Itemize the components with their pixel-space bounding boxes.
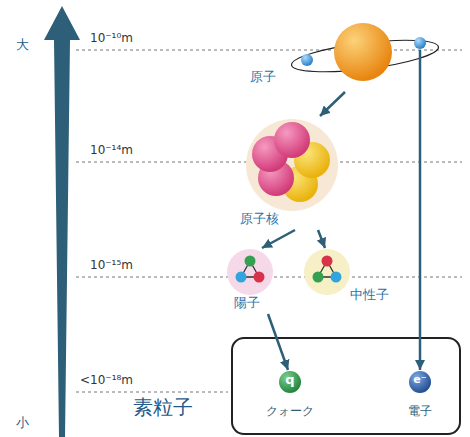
connector-arrow	[268, 314, 288, 370]
connector-arrow	[320, 92, 345, 116]
quark-dot	[313, 272, 324, 283]
node-label: クォーク	[260, 405, 320, 419]
connector-arrow	[419, 92, 422, 370]
quark-dot	[245, 256, 256, 267]
quark-dot	[322, 256, 333, 267]
orbit-electron	[414, 37, 426, 49]
scale-arrow	[44, 6, 80, 437]
proton-figure	[227, 249, 273, 295]
quark-node: q クォーク	[260, 370, 320, 428]
halo	[304, 249, 350, 295]
halo	[227, 249, 273, 295]
scale-lines	[76, 50, 462, 392]
node-label: 電子	[395, 405, 445, 419]
elementary-box	[232, 338, 460, 434]
atom-node: 原子	[250, 12, 445, 92]
orbit-electron	[301, 54, 313, 66]
scale-line	[76, 392, 228, 393]
node-label: 素粒子	[133, 396, 203, 419]
scale-end: 大	[16, 38, 29, 53]
atom-core	[334, 23, 392, 81]
scale-value: 10⁻¹⁰m	[90, 32, 133, 46]
particle-symbol: e⁻	[395, 374, 445, 387]
proton-node: 陽子	[222, 248, 278, 314]
connector-arrow	[318, 230, 325, 248]
scale-value: 10⁻¹⁴m	[90, 144, 133, 158]
node-label: 原子核	[240, 212, 290, 227]
nucleon	[274, 122, 310, 158]
node-label: 陽子	[234, 296, 268, 311]
nucleus-figure	[246, 119, 338, 211]
particle-symbol: q	[260, 373, 320, 388]
electron-lead	[419, 50, 422, 92]
neutron-node: 中性子	[302, 248, 414, 310]
scale-value: 10⁻¹⁵m	[90, 259, 133, 273]
quark-dot	[236, 272, 247, 283]
node-label: 中性子	[350, 288, 400, 303]
node-label: 原子	[250, 70, 284, 85]
scale-end: 小	[16, 416, 29, 431]
quark-dot	[254, 272, 265, 283]
elementary-group: 素粒子qクォークe⁻電子	[232, 338, 460, 434]
neutron-figure	[304, 249, 350, 295]
atom-figure	[290, 23, 440, 92]
electron-node: e⁻ 電子	[395, 370, 445, 428]
quark-dot	[331, 272, 342, 283]
scale-value: <10⁻¹⁸m	[80, 374, 133, 388]
connector-arrow	[262, 230, 295, 248]
nucleus-node: 原子核	[240, 116, 340, 230]
halo	[246, 119, 338, 211]
scale-line	[76, 50, 462, 51]
